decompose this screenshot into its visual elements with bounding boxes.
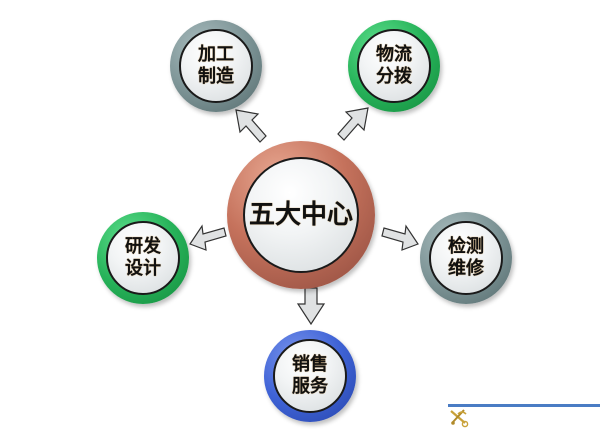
center-node-label: 五大中心 <box>248 199 353 230</box>
node-face: 加工 制造 <box>179 29 253 103</box>
node-face: 销售 服务 <box>273 339 347 413</box>
arrow-to-sales <box>296 287 326 326</box>
footer-divider-line <box>448 404 600 407</box>
node-inspection[interactable]: 检测 维修 <box>420 212 512 304</box>
node-rnd[interactable]: 研发 设计 <box>97 212 189 304</box>
node-sales[interactable]: 销售 服务 <box>264 330 356 422</box>
node-label: 研发 设计 <box>125 235 161 280</box>
arrow-to-logistics <box>337 107 369 141</box>
arrow-to-manufacturing <box>235 109 267 143</box>
node-label: 销售 服务 <box>292 353 328 398</box>
node-logistics[interactable]: 物流 分拨 <box>348 20 440 112</box>
arrow-to-inspection <box>381 224 419 251</box>
anchor-logo-icon <box>450 409 469 428</box>
center-node[interactable]: 五大中心 <box>227 141 375 289</box>
node-face: 检测 维修 <box>429 221 503 295</box>
node-face: 物流 分拨 <box>357 29 431 103</box>
arrow-to-rnd <box>189 224 227 251</box>
node-label: 检测 维修 <box>448 235 484 280</box>
center-node-face: 五大中心 <box>243 157 359 273</box>
node-manufacturing[interactable]: 加工 制造 <box>170 20 262 112</box>
node-label: 物流 分拨 <box>376 43 412 88</box>
node-label: 加工 制造 <box>198 43 234 88</box>
node-face: 研发 设计 <box>106 221 180 295</box>
